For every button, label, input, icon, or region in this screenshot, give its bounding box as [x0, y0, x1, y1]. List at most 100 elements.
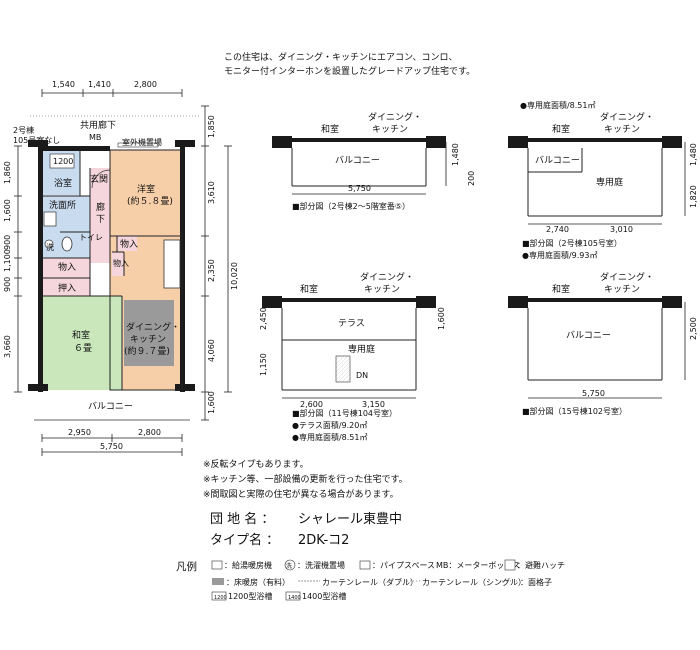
p2-dk-label-2: キッチン — [604, 124, 640, 135]
storage-label-2: 物入 — [113, 258, 129, 268]
p2-dk-label-1: ダイニング・ — [600, 111, 654, 123]
p3-dim-d3: 1,150 — [259, 353, 268, 376]
legend-curtain-single: カーテンレール（シングル） — [422, 577, 526, 587]
washroom-label: 洗面所 — [49, 199, 76, 211]
p1-balcony-label: バルコニー — [335, 155, 380, 166]
p4-balcony-label: バルコニー — [566, 330, 611, 341]
dim-bottom-1: 2,950 — [68, 428, 91, 437]
p1-dim-w: 5,750 — [348, 184, 371, 193]
dimensions-top — [41, 89, 183, 97]
dim-top-3: 2,800 — [134, 80, 157, 89]
legend-tub-1400: 1400型浴槽 — [302, 591, 346, 601]
storage-fill — [42, 258, 90, 296]
main-plan: 1,540 1,410 2,800 共用廊下 2号棟 105号室なし — [3, 80, 239, 456]
complex-name-label: 団 地 名 ： — [210, 511, 274, 527]
p3-wa-label: 和室 — [300, 283, 318, 295]
hall-fill — [90, 168, 110, 263]
dining-label-1: ダイニング・ — [126, 321, 180, 333]
dim-top-2: 1,410 — [88, 80, 111, 89]
dimensions-bottom — [41, 434, 183, 456]
dining-size: (約９.７畳) — [124, 345, 170, 357]
dim-right-4: 4,060 — [207, 339, 216, 362]
dimensions-left — [14, 145, 22, 393]
p2-caption-2: ●専用庭面積/9.93㎡ — [522, 250, 598, 260]
p2-dim-w1: 2,740 — [546, 225, 569, 234]
wash-mark: 洗 — [46, 242, 54, 252]
japanese-room-fill — [42, 296, 122, 390]
note-3: ※間取図と実際の住宅が異なる場合があります。 — [203, 488, 399, 500]
hall-label-1: 廊 — [96, 201, 105, 213]
toilet-label: トイレ — [79, 233, 103, 242]
legend-pipe: ：パイプスペース — [372, 561, 435, 570]
note-building: 2号棟 — [13, 125, 34, 135]
dining-label-2: キッチン — [130, 334, 166, 345]
hall-label-2: 下 — [96, 215, 105, 225]
water-heater-icon — [211, 560, 223, 570]
legend-tub-1200-small: 1200 — [214, 595, 227, 601]
p1-dim-d1: 1,480 — [451, 143, 460, 166]
p2-wa-label: 和室 — [552, 123, 570, 135]
header-line-1: この住宅は、ダイニング・キッチンにエアコン、コンロ、 — [224, 51, 457, 63]
type-label: タイプ名 ： — [210, 532, 279, 548]
dim-right-3: 2,350 — [207, 259, 216, 282]
p1-dim-d2: 200 — [467, 171, 476, 186]
legend-hatch: ：避難ハッチ — [517, 560, 565, 570]
p4-dk-label-2: キッチン — [604, 284, 640, 295]
dimensions-right — [201, 105, 232, 421]
p2-note: ●専用庭面積/8.51㎡ — [520, 100, 596, 110]
storage-label-3: 物入 — [58, 261, 76, 273]
japanese-room-label: 和室 — [72, 329, 90, 341]
kitchen-counter — [163, 239, 181, 289]
p3-dim-w2: 3,150 — [362, 400, 385, 409]
outdoor-unit-label: 室外機置場 — [122, 137, 162, 147]
p2-dim-w2: 3,010 — [610, 225, 633, 234]
p4-dk-label-1: ダイニング・ — [600, 271, 654, 283]
p4-dim-w: 5,750 — [582, 389, 605, 398]
partial-plan-4: 和室 ダイニング・ キッチン バルコニー 5,750 2,500 ■部分図（15… — [508, 271, 698, 416]
floor-heating-icon — [212, 578, 224, 585]
p3-dim-d2: 1,600 — [437, 307, 446, 330]
dim-right-total: 10,020 — [230, 262, 239, 290]
p1-dk-label-1: ダイニング・ — [368, 111, 422, 123]
p4-dim-d1: 2,500 — [689, 317, 698, 340]
dim-left-1: 1,860 — [3, 161, 12, 184]
dim-bottom-2: 2,800 — [138, 428, 161, 437]
p1-caption: ■部分図（2号棟2～5階室番⑤） — [292, 201, 410, 211]
balcony-label: バルコニー — [88, 401, 133, 412]
p3-caption-3: ●専用庭面積/8.51㎡ — [292, 432, 368, 442]
p2-caption: ■部分図（2号棟105号室） — [522, 238, 622, 248]
dim-left-5: 900 — [3, 277, 12, 292]
dim-left-6: 3,660 — [3, 335, 12, 358]
p3-dn-label: DN — [356, 371, 368, 380]
note-1: ※反転タイプもあります。 — [203, 459, 309, 470]
legend-tub-1200: 1200型浴槽 — [228, 591, 272, 601]
escape-hatch-icon — [504, 559, 516, 571]
dim-top-1: 1,540 — [52, 80, 75, 89]
western-room-label: 洋室 — [137, 183, 155, 195]
legend-heater: ：給湯暖房機 — [224, 560, 272, 570]
dim-left-2: 1,600 — [3, 199, 12, 222]
mb-label: MB — [89, 133, 101, 142]
entrance-label: 玄関 — [90, 173, 108, 185]
p3-dk-label-2: キッチン — [364, 284, 400, 295]
note-2: ※キッチン等、一部設備の更新を行った住宅です。 — [203, 473, 408, 485]
p3-dk-label-1: ダイニング・ — [360, 271, 414, 283]
type-value: 2DK-コ2 — [298, 533, 349, 548]
p3-dim-d1: 2,450 — [259, 307, 268, 330]
entrance-door-swing — [91, 169, 111, 189]
washer-place-icon — [284, 559, 296, 571]
bathtub-size: 1200 — [53, 157, 73, 166]
floor-heating-area — [124, 300, 174, 366]
dim-left-4: 1,100 — [3, 249, 12, 272]
legend-tub-1400-small: 1400 — [288, 595, 301, 601]
p2-garden-label: 専用庭 — [596, 176, 623, 188]
washer-icon — [44, 239, 54, 249]
p4-caption: ■部分図（15号棟102号室） — [522, 406, 627, 416]
legend-wash-glyph: 洗 — [286, 562, 292, 570]
p4-wa-label: 和室 — [552, 283, 570, 295]
washbasin-icon — [43, 211, 57, 227]
complex-name-value: シャレール東豊中 — [298, 511, 402, 527]
inner-walls — [42, 149, 183, 391]
dim-right-5: 1,600 — [207, 391, 216, 414]
